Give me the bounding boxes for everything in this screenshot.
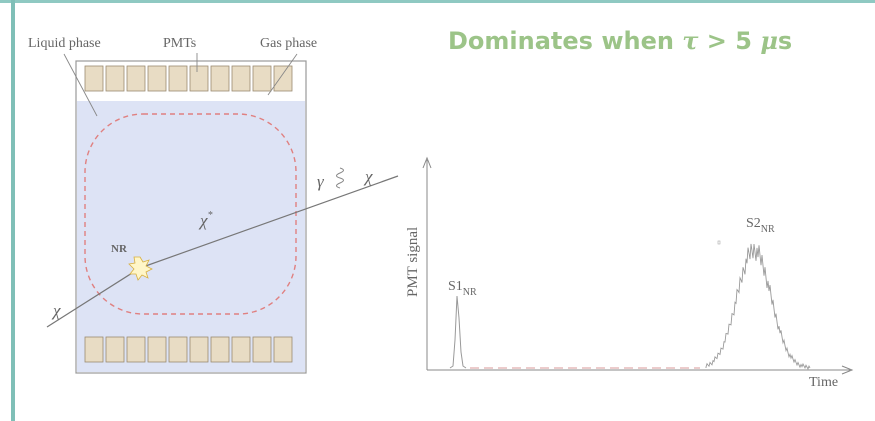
bottom-pmt [273, 336, 293, 363]
incoming-chi-track [46, 267, 141, 328]
bottom-pmt [126, 336, 146, 363]
top-pmt [189, 65, 209, 92]
gas-leader-line [267, 53, 298, 96]
top-pmt [168, 65, 188, 92]
frame-top-border [0, 0, 875, 3]
pmts-label: PMTs [163, 36, 196, 51]
nr-label: NR [111, 243, 128, 255]
bottom-pmt [210, 336, 230, 363]
noise-speck [717, 240, 721, 245]
s1-label: S1NR [448, 279, 477, 298]
top-pmt-array [84, 65, 293, 92]
bottom-pmt [84, 336, 104, 363]
top-pmt [105, 65, 125, 92]
bottom-pmt [147, 336, 167, 363]
bottom-pmt [252, 336, 272, 363]
chi-in-label: χ [51, 301, 61, 320]
gamma-label: γ [317, 172, 325, 191]
top-pmt [147, 65, 167, 92]
bottom-pmt [189, 336, 209, 363]
waveform-plot: PMT signal Time S1NR S2NR [405, 156, 854, 390]
bottom-pmt [168, 336, 188, 363]
top-pmt [210, 65, 230, 92]
chi-star-label: χ* [198, 210, 212, 230]
liquid-phase-label: Liquid phase [28, 36, 101, 51]
fiducial-volume [84, 113, 297, 315]
chi-out-label: χ [363, 167, 373, 186]
top-pmt [231, 65, 251, 92]
bottom-pmt-array [84, 336, 293, 363]
photon-squiggle [336, 167, 344, 189]
gas-phase-label: Gas phase [260, 36, 317, 51]
s2-label: S2NR [746, 216, 775, 235]
y-axis-arrowhead [422, 156, 432, 169]
liquid-leader-line [63, 53, 98, 117]
x-axis-arrowhead [841, 365, 854, 375]
s1-pulse [449, 295, 467, 369]
frame-left-border [11, 0, 15, 421]
headline: Dominates when τ > 5 μs [448, 26, 793, 55]
x-axis-label: Time [809, 375, 838, 390]
nuclear-recoil-marker [128, 256, 153, 281]
y-axis-label: PMT signal [405, 227, 421, 297]
liquid-region [77, 101, 305, 372]
top-pmt [126, 65, 146, 92]
outgoing-chi-star-track [139, 175, 399, 269]
top-pmt [84, 65, 104, 92]
s2-pulse [705, 243, 811, 370]
detector [75, 60, 307, 374]
bottom-pmt [231, 336, 251, 363]
top-pmt [252, 65, 272, 92]
top-pmt [273, 65, 293, 92]
bottom-pmt [105, 336, 125, 363]
